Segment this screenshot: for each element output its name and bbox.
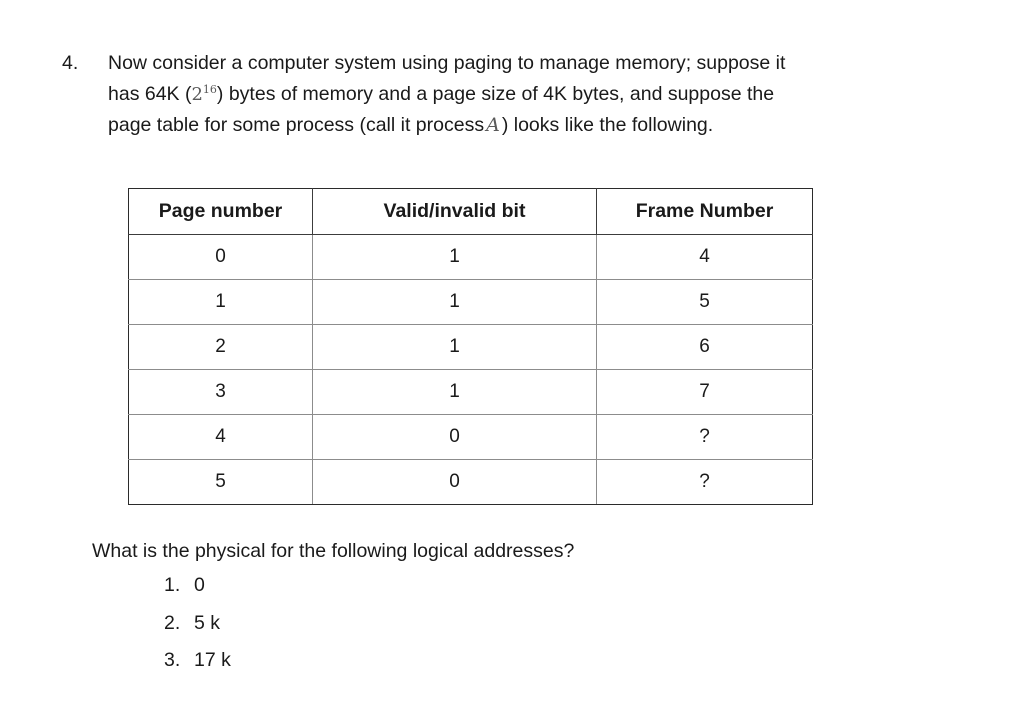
- question-block: 4. Now consider a computer system using …: [62, 48, 982, 141]
- cell-frame-number: 5: [596, 279, 813, 325]
- cell-valid-bit: 0: [312, 459, 597, 505]
- list-item-number: 2.: [164, 611, 181, 634]
- cell-page-number: 4: [128, 414, 313, 460]
- list-item-value: 5 k: [194, 611, 221, 634]
- list-item: 1. 0: [164, 567, 231, 605]
- question-line-3-suffix: ) looks like the following.: [501, 114, 714, 136]
- list-item-value: 0: [194, 574, 205, 596]
- cell-frame-number: ?: [596, 459, 813, 505]
- table-row: 1 1 5: [128, 279, 813, 325]
- question-line-3-prefix: page table for some process (call it pro…: [108, 114, 485, 136]
- cell-valid-bit: 1: [312, 324, 597, 370]
- list-item-number: 1.: [164, 574, 181, 596]
- followup-list: 1. 0 2. 5 k 3. 17 k: [164, 567, 231, 680]
- memory-size-math: 216: [191, 84, 216, 105]
- cell-valid-bit: 1: [312, 369, 597, 415]
- followup-prompt: What is the physical for the following l…: [92, 540, 575, 562]
- cell-frame-number: 4: [596, 234, 813, 280]
- table-row: 2 1 6: [128, 324, 813, 370]
- table-header-row: Page number Valid/invalid bit Frame Numb…: [128, 188, 813, 235]
- process-variable: A: [486, 114, 500, 136]
- column-header-page-number: Page number: [128, 188, 313, 235]
- cell-page-number: 3: [128, 369, 313, 415]
- list-item: 3. 17 k: [164, 642, 231, 680]
- column-header-valid-bit: Valid/invalid bit: [312, 188, 597, 235]
- question-line-2-prefix: has 64K (: [108, 83, 192, 105]
- list-item: 2. 5 k: [164, 605, 231, 643]
- table-row: 3 1 7: [128, 369, 813, 415]
- cell-page-number: 5: [128, 459, 313, 505]
- question-number: 4.: [62, 52, 79, 74]
- question-line-2: has 64K (216) bytes of memory and a page…: [108, 79, 980, 110]
- question-first-line: 4. Now consider a computer system using …: [62, 48, 982, 79]
- table-row: 0 1 4: [128, 234, 813, 280]
- table-row: 5 0 ?: [128, 459, 813, 505]
- list-item-value: 17 k: [194, 649, 231, 671]
- list-item-number: 3.: [164, 649, 181, 671]
- math-base: 2: [191, 84, 203, 105]
- question-line-3: page table for some process (call it pro…: [108, 110, 980, 141]
- cell-valid-bit: 1: [312, 234, 597, 280]
- cell-valid-bit: 1: [312, 279, 597, 325]
- cell-valid-bit: 0: [312, 414, 597, 460]
- cell-frame-number: 7: [596, 369, 813, 415]
- cell-page-number: 1: [128, 279, 313, 325]
- column-header-frame-number: Frame Number: [596, 188, 813, 235]
- page-table: Page number Valid/invalid bit Frame Numb…: [128, 188, 813, 505]
- math-exponent: 16: [202, 83, 217, 96]
- question-line-1: Now consider a computer system using pag…: [108, 52, 786, 74]
- table-body: 0 1 4 1 1 5 2 1 6 3 1 7 4 0 ? 5 0 ?: [128, 234, 813, 505]
- cell-frame-number: ?: [596, 414, 813, 460]
- cell-frame-number: 6: [596, 324, 813, 370]
- table-row: 4 0 ?: [128, 414, 813, 460]
- cell-page-number: 2: [128, 324, 313, 370]
- cell-page-number: 0: [128, 234, 313, 280]
- table-header: Page number Valid/invalid bit Frame Numb…: [128, 188, 813, 235]
- question-line-2-suffix: ) bytes of memory and a page size of 4K …: [216, 83, 775, 105]
